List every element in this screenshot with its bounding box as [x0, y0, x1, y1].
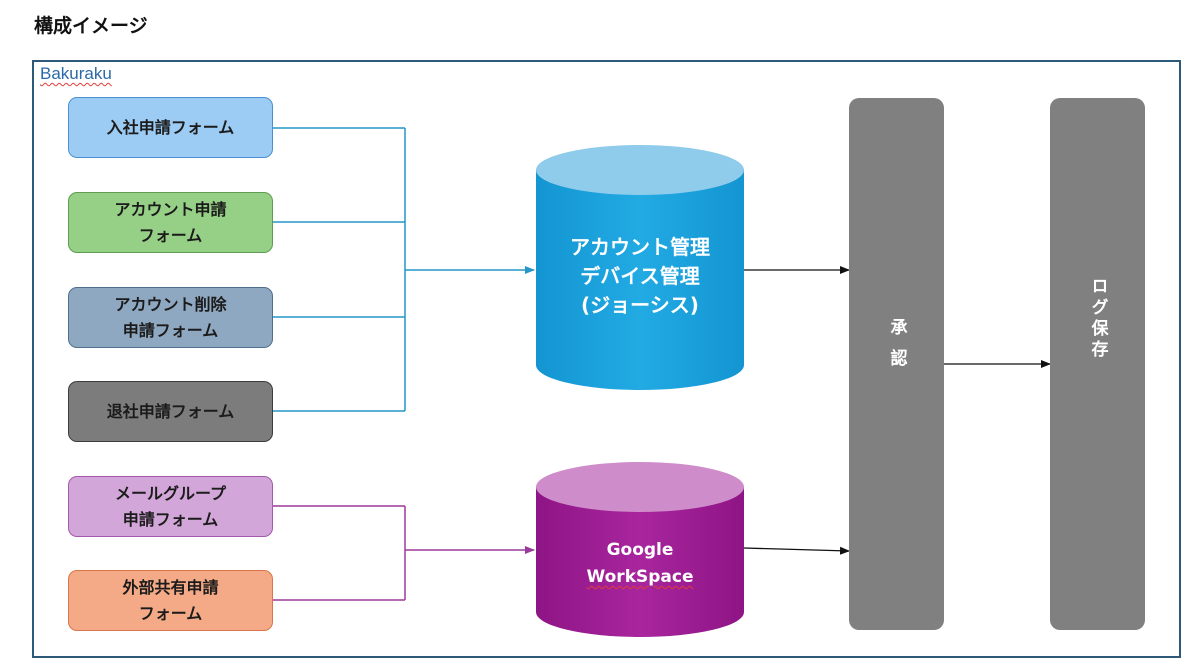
log-storage-label: ログ保存 — [1087, 277, 1108, 361]
approval-bar: 承認 — [849, 98, 944, 630]
db-account-device-label: アカウント管理 デバイス管理 (ジョーシス) — [536, 233, 744, 320]
purple-connector — [273, 505, 535, 601]
form-label: 外部共有申請 フォーム — [122, 577, 219, 623]
form-external-share[interactable]: 外部共有申請 フォーム — [68, 570, 273, 631]
form-label: メールグループ 申請フォーム — [114, 483, 227, 529]
form-label: アカウント申請 フォーム — [114, 199, 227, 245]
form-account-request[interactable]: アカウント申請 フォーム — [68, 192, 273, 253]
form-label: 退社申請フォーム — [106, 401, 235, 421]
form-label: アカウント削除 申請フォーム — [114, 294, 227, 340]
blue-connector — [273, 127, 535, 412]
bakuraku-frame — [32, 60, 1181, 658]
db-label-line: Google — [606, 540, 674, 560]
frame-label: Bakuraku — [40, 64, 112, 83]
page-title: 構成イメージ — [34, 15, 148, 37]
log-storage-bar: ログ保存 — [1050, 98, 1145, 630]
form-nyusha[interactable]: 入社申請フォーム — [68, 97, 273, 158]
form-taisha[interactable]: 退社申請フォーム — [68, 381, 273, 442]
db-label-line: (ジョーシス) — [581, 293, 699, 317]
flow-arrows — [743, 266, 1051, 555]
form-mail-group[interactable]: メールグループ 申請フォーム — [68, 476, 273, 537]
approval-label: 承認 — [886, 318, 907, 380]
db-label-line: アカウント管理 — [570, 235, 710, 259]
db-label-line: デバイス管理 — [580, 264, 700, 288]
db-label-line: WorkSpace — [586, 567, 694, 587]
form-account-delete[interactable]: アカウント削除 申請フォーム — [68, 287, 273, 348]
db-google-workspace — [536, 462, 744, 637]
db-google-workspace-label: Google WorkSpace — [536, 537, 744, 591]
db-account-device — [536, 145, 744, 390]
form-label: 入社申請フォーム — [106, 117, 235, 137]
